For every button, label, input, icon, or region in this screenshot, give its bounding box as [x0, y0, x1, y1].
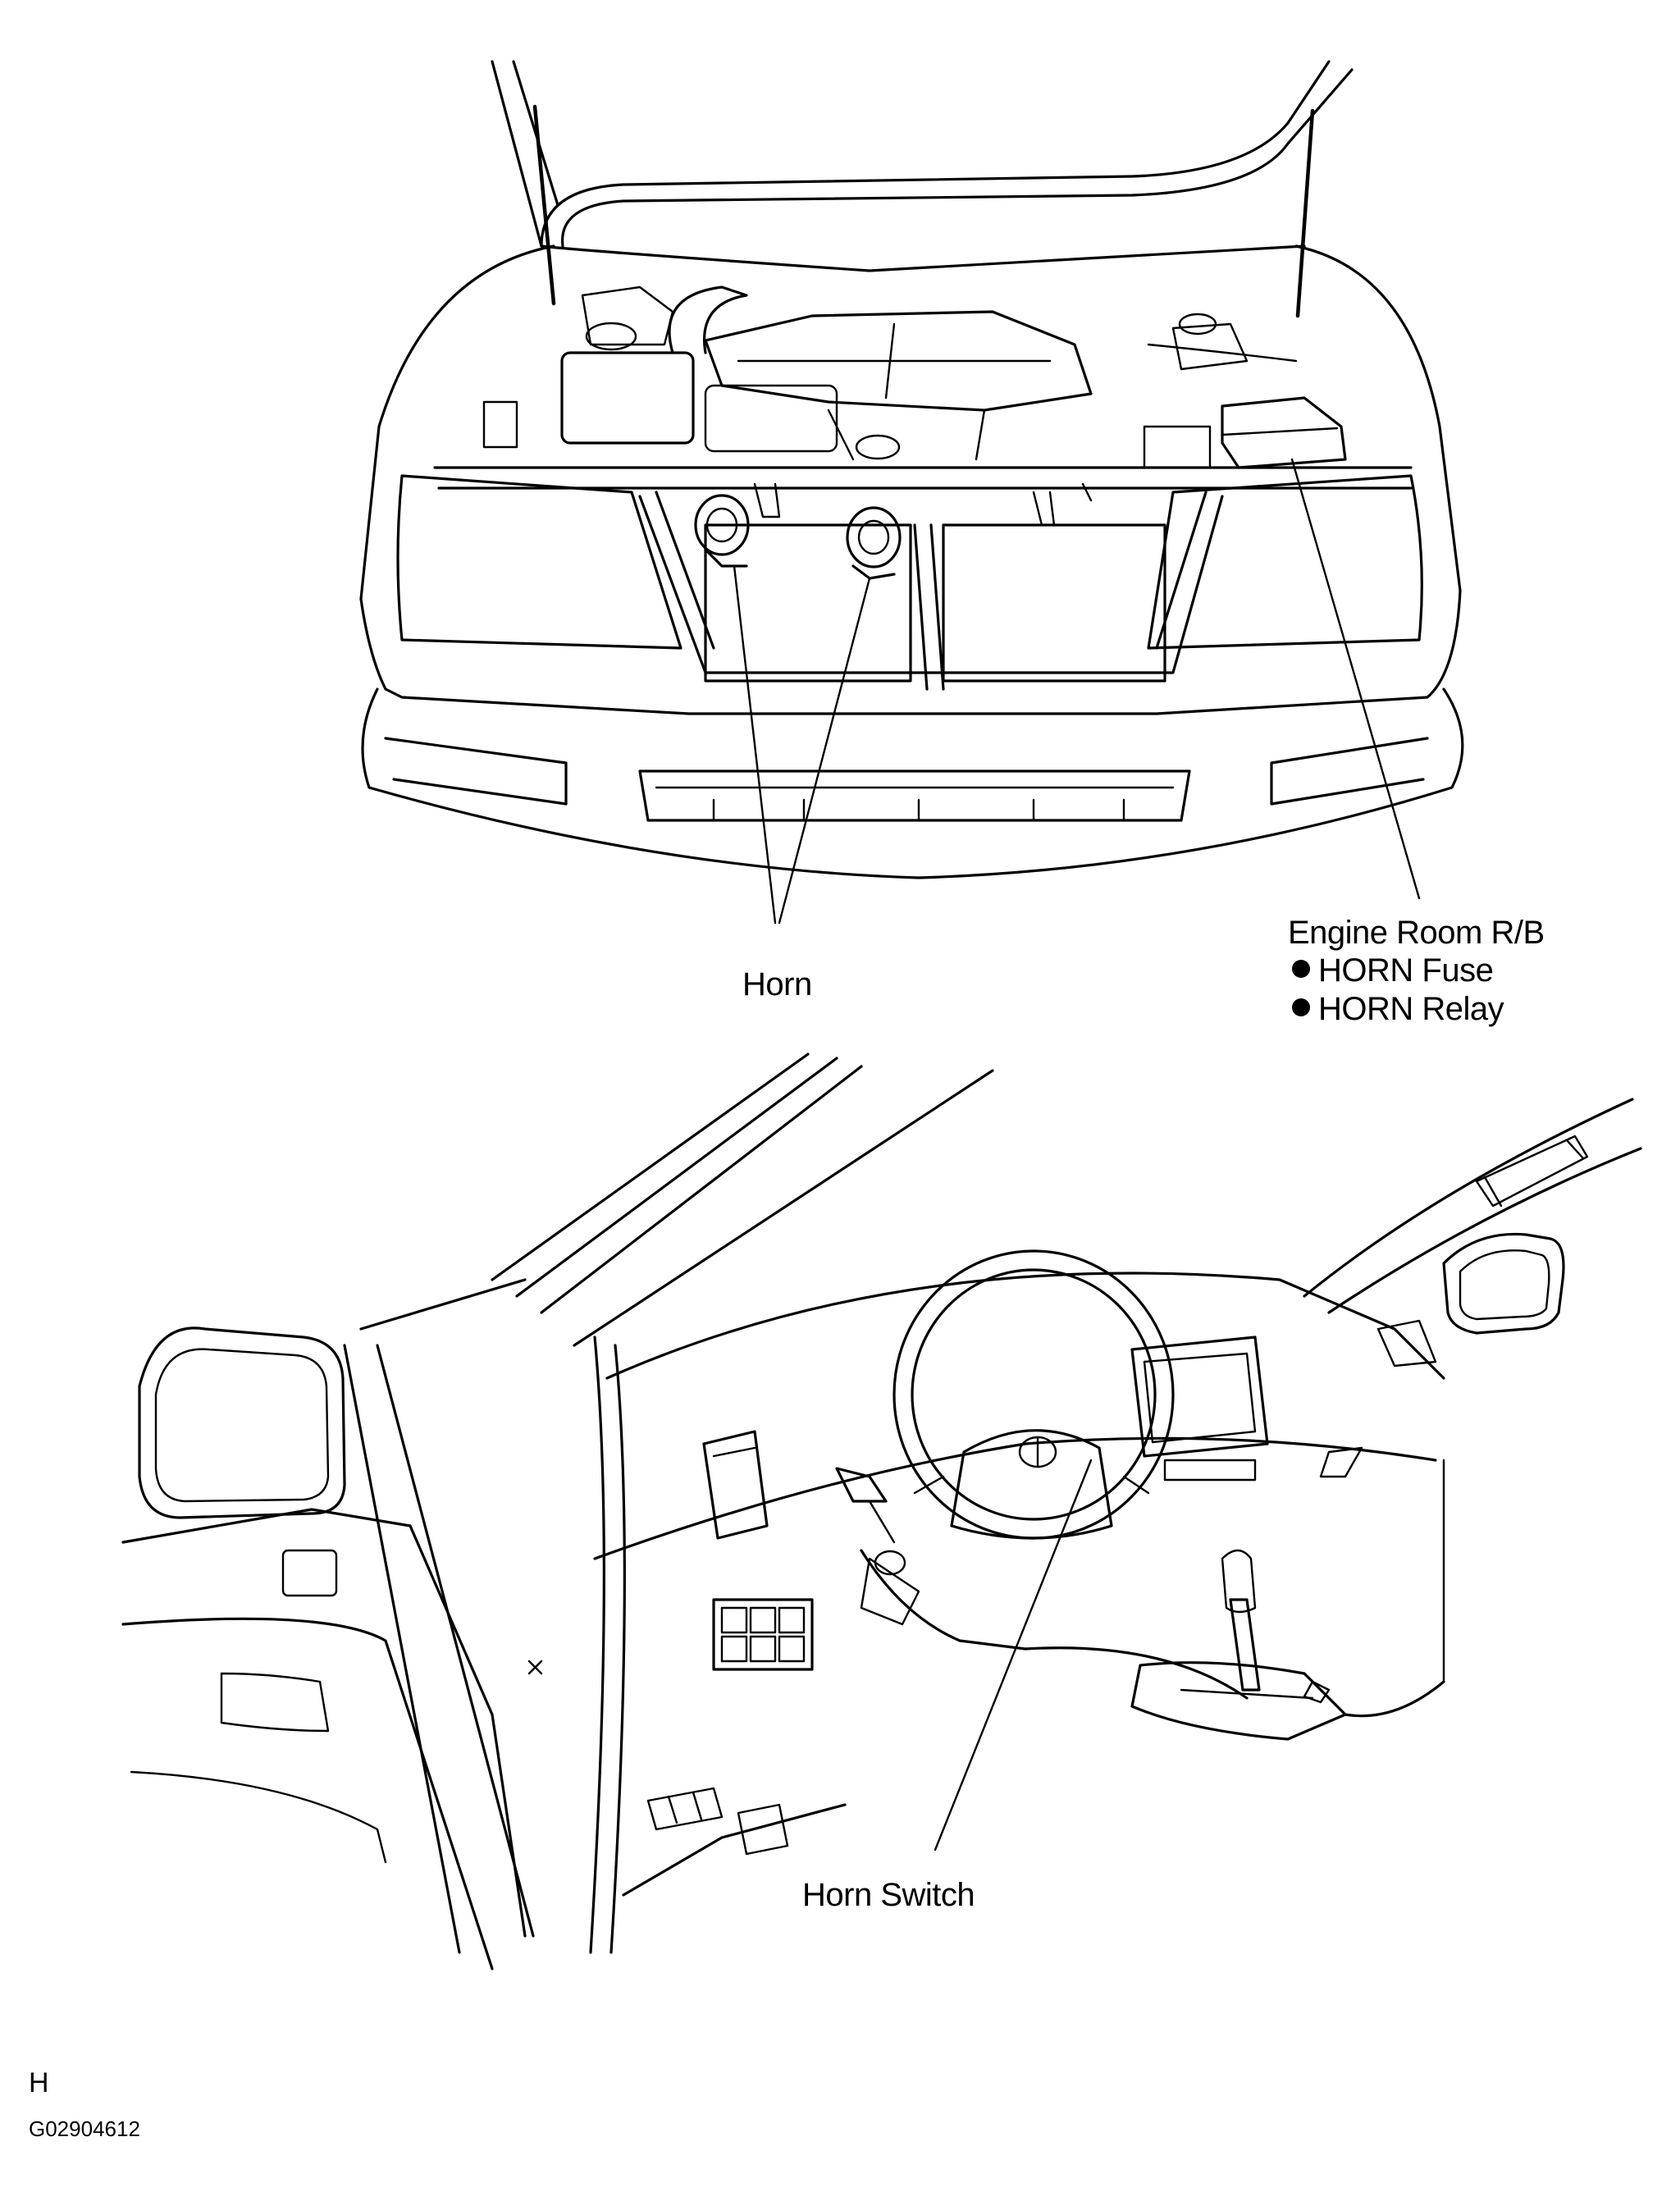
horn-fuse-callout: HORN Fuse [1292, 952, 1494, 989]
steering-wheel [892, 1249, 1175, 1540]
horn-relay-callout: HORN Relay [1292, 993, 1504, 1025]
bullet-icon [1292, 960, 1310, 978]
engine-room-rb-callout: Engine Room R/B [1288, 915, 1545, 951]
cabin-interior-illustration [121, 1052, 1642, 1970]
section-letter: H [29, 2067, 49, 2098]
horn-relay-label: HORN Relay [1318, 991, 1504, 1027]
horn-left [694, 494, 750, 568]
horn-switch-callout: Horn Switch [802, 1877, 975, 1913]
horn-right [846, 506, 902, 580]
horn-callout: Horn [742, 966, 812, 1002]
horn-fuse-label: HORN Fuse [1318, 952, 1494, 989]
engine-bay-illustration [359, 60, 1464, 925]
figure-code: G02904612 [29, 2116, 140, 2141]
bullet-icon [1292, 998, 1310, 1016]
